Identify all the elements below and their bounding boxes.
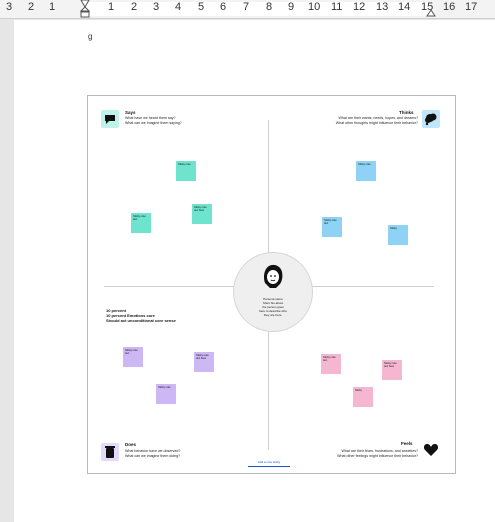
sticky-note[interactable]: Sticky note text	[123, 347, 143, 367]
sticky-note[interactable]: Sticky note text here	[382, 360, 402, 380]
persona-description: Persona name Short bio about the person …	[259, 297, 287, 317]
ruler-number: 1	[49, 1, 56, 13]
ruler-active-area	[85, 2, 430, 16]
sticky-note[interactable]: Sticky note text here	[194, 352, 214, 372]
ruler-number: 1	[108, 1, 115, 13]
speech-bubble-icon	[101, 110, 119, 128]
empathy-map-canvas[interactable]: Says What have we heard them say? What c…	[87, 95, 456, 474]
ruler-number: 12	[353, 1, 366, 13]
ruler-number: 17	[465, 1, 478, 13]
ruler-number: 15	[421, 1, 434, 13]
feels-title: Feels	[401, 441, 413, 446]
persona-avatar-icon	[264, 264, 283, 288]
ruler-number: 5	[198, 1, 205, 13]
thinks-subtitle: What are their wants, needs, hopes, and …	[335, 116, 418, 125]
right-indent-marker[interactable]	[426, 0, 436, 18]
persona-circle[interactable]: Persona name Short bio about the person …	[233, 252, 313, 332]
ruler-number: 9	[288, 1, 295, 13]
ruler-number: 3	[153, 1, 160, 13]
add-sticky-link[interactable]: Add a new sticky	[248, 460, 290, 467]
sticky-note[interactable]: Sticky note text	[131, 213, 151, 233]
ruler-number: 3	[6, 1, 13, 13]
thought-cloud-icon	[422, 110, 440, 128]
ruler-number: 10	[308, 1, 321, 13]
says-title: Says	[125, 110, 136, 115]
ruler-number: 6	[220, 1, 227, 13]
left-indent-marker[interactable]	[80, 0, 90, 18]
sticky-note[interactable]: Sticky note	[176, 161, 196, 181]
feels-subtitle: What are their fears, frustrations, and …	[337, 449, 418, 458]
does-title: Does	[125, 442, 137, 447]
sticky-note[interactable]: Sticky note text here	[192, 204, 212, 224]
ruler-number: 4	[175, 1, 182, 13]
ruler-number: 11	[331, 1, 343, 13]
does-subtitle: What behavior have we observed? What can…	[125, 449, 181, 458]
sticky-note[interactable]: Sticky note text	[322, 217, 342, 237]
paragraph-mark: g	[88, 32, 93, 41]
ruler-number: 7	[243, 1, 250, 13]
ruler-number: 2	[28, 1, 35, 13]
thinks-title: Thinks	[399, 110, 414, 115]
ruler-number: 14	[398, 1, 411, 13]
sticky-note[interactable]: Sticky	[353, 387, 373, 407]
horizontal-ruler[interactable]: 3 2 1 1 2 3 4 5 6 7 8 9 10 11 12 13 14 1…	[0, 0, 495, 19]
says-subtitle: What have we heard them say? What can we…	[125, 116, 182, 125]
ruler-number: 8	[266, 1, 273, 13]
sticky-note[interactable]: Sticky note text	[321, 354, 341, 374]
sticky-note[interactable]: Sticky	[388, 225, 408, 245]
sticky-note[interactable]: Sticky note	[356, 161, 376, 181]
sticky-note[interactable]: Sticky note	[156, 384, 176, 404]
ruler-number: 16	[443, 1, 456, 13]
note-text-block: 10 percent 10 percent Emotions core Shou…	[106, 308, 176, 323]
ruler-number: 13	[376, 1, 389, 13]
trash-can-icon	[101, 443, 119, 461]
ruler-number: 2	[131, 1, 138, 13]
heart-icon	[422, 441, 440, 459]
